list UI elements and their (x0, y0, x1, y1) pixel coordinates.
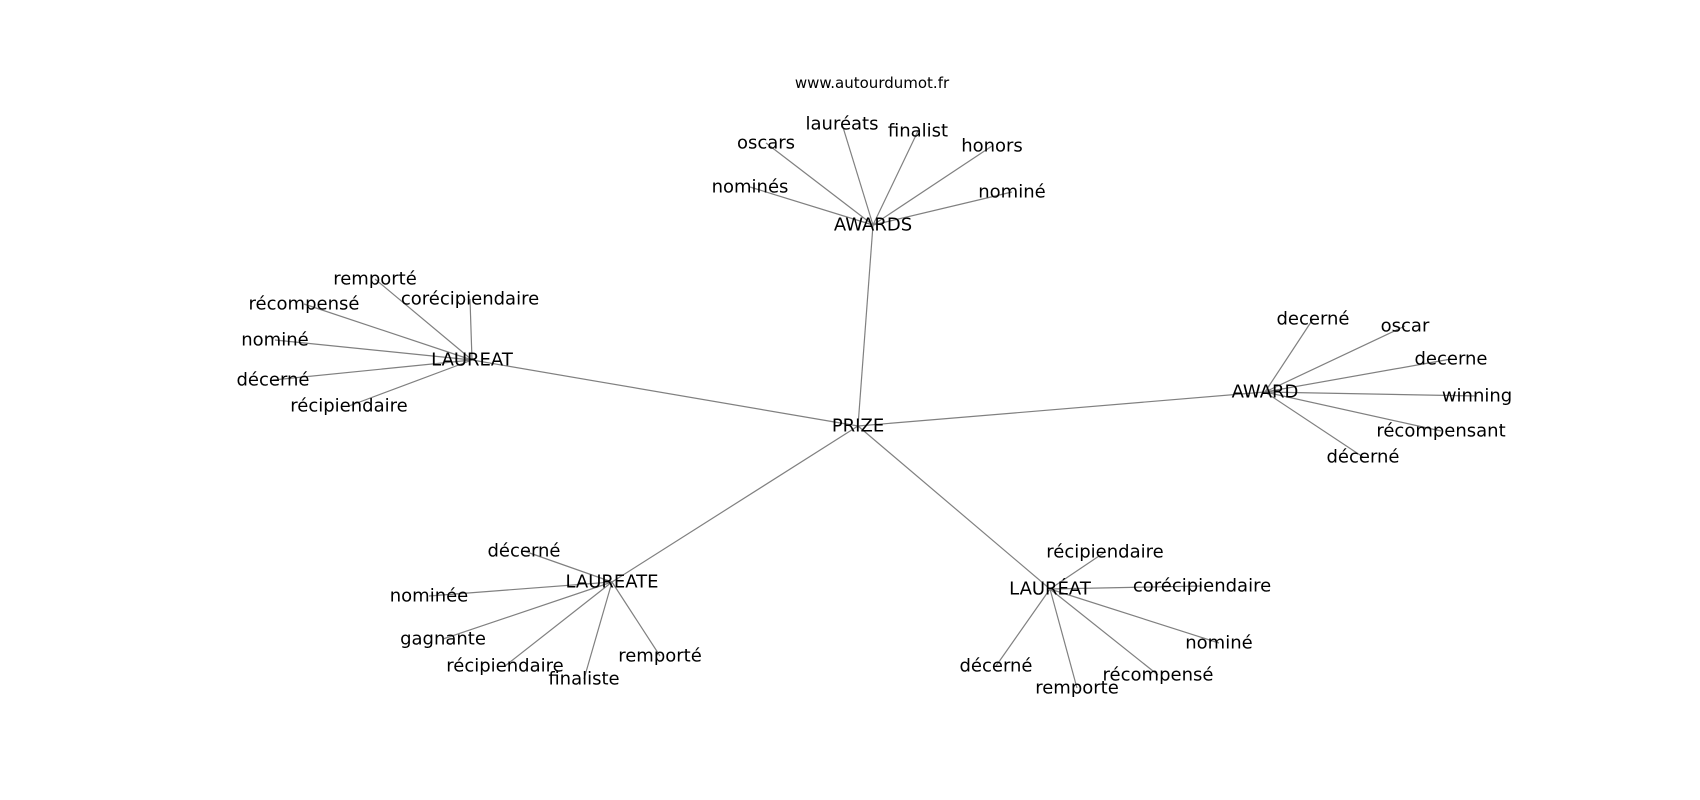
hub-to-word-edge (583, 581, 613, 680)
hub-to-word-edge (1264, 318, 1314, 393)
related-word-label: récipiendaire (446, 656, 563, 677)
related-word-label: nominé (241, 330, 308, 351)
root-to-hub-edge (857, 425, 1051, 590)
related-word-label: oscars (737, 133, 795, 154)
hub-to-word-edge (348, 359, 473, 407)
related-word-label: finalist (888, 121, 948, 142)
related-word-label: gagnante (400, 629, 486, 650)
related-word-label: nominé (978, 182, 1045, 203)
hub-to-word-edge (1264, 391, 1364, 458)
related-word-label: nominé (1185, 633, 1252, 654)
hub-to-word-edge (504, 581, 613, 667)
hub-word-label: LAURÉAT (1009, 578, 1092, 600)
hub-to-word-edge (469, 298, 473, 361)
source-watermark: www.autourdumot.fr (795, 74, 950, 92)
related-word-label: decerne (1414, 349, 1487, 370)
hub-to-word-edge (1049, 585, 1203, 590)
related-word-label: récipiendaire (290, 396, 407, 417)
hub-to-word-edge (274, 339, 473, 361)
hub-to-word-edge (1264, 325, 1406, 393)
related-word-label: honors (961, 136, 1023, 157)
hub-to-word-edge (765, 142, 874, 226)
hub-to-word-edge (428, 581, 613, 597)
related-word-label: remporté (618, 646, 702, 667)
related-word-label: récompensant (1376, 421, 1505, 442)
related-word-label: décerné (1326, 447, 1399, 468)
related-word-label: nominés (712, 177, 789, 198)
hub-word-label: LAUREAT (431, 350, 514, 371)
related-word-label: oscar (1381, 316, 1430, 337)
root-to-hub-edge (857, 224, 874, 427)
label-layer: www.autourdumot.fr PRIZE AWARDS lauréats f… (236, 74, 1512, 699)
related-word-label: corécipiendaire (1133, 576, 1271, 597)
hub-to-word-edge (872, 191, 1013, 226)
related-word-label: finaliste (548, 669, 619, 690)
related-word-label: lauréats (806, 114, 879, 135)
hub-to-word-edge (1049, 588, 1078, 689)
root-to-hub-edge (857, 391, 1266, 427)
hub-word-label: LAUREATE (565, 572, 658, 593)
hub-word-label: AWARDS (834, 215, 912, 236)
related-word-label: récompensé (249, 294, 360, 315)
related-word-label: récompensé (1103, 665, 1214, 686)
related-word-label: nominée (390, 586, 469, 607)
hub-to-word-edge (872, 130, 919, 226)
hub-to-word-edge (841, 123, 874, 226)
related-word-label: remporte (1035, 678, 1119, 699)
related-word-label: decerné (1276, 309, 1349, 330)
hub-to-word-edge (272, 359, 473, 381)
related-word-label: winning (1442, 386, 1512, 407)
related-word-label: décerné (487, 541, 560, 562)
hub-to-word-edge (303, 303, 473, 361)
hub-to-word-edge (523, 550, 613, 583)
related-word-label: remporté (333, 269, 417, 290)
related-word-label: corécipiendaire (401, 289, 539, 310)
hub-to-word-edge (995, 588, 1051, 667)
related-word-label: décerné (959, 656, 1032, 677)
hub-to-word-edge (442, 581, 613, 640)
hub-to-word-edge (611, 581, 661, 657)
hub-to-word-edge (1049, 588, 1220, 644)
root-to-hub-edge (611, 425, 859, 583)
hub-to-word-edge (872, 145, 993, 226)
hub-to-word-edge (1264, 391, 1442, 432)
root-word-label: PRIZE (832, 416, 884, 437)
related-word-label: décerné (236, 370, 309, 391)
hub-word-label: AWARD (1232, 382, 1299, 403)
hub-to-word-edge (1264, 358, 1452, 393)
hub-to-word-edge (1049, 588, 1159, 676)
hub-to-word-edge (749, 186, 874, 226)
root-to-hub-edge (471, 359, 859, 427)
hub-to-word-edge (1049, 551, 1106, 590)
hub-to-word-edge (374, 278, 473, 361)
edge-layer (272, 123, 1478, 689)
related-word-label: récipiendaire (1046, 542, 1163, 563)
hub-to-word-edge (1264, 391, 1478, 397)
